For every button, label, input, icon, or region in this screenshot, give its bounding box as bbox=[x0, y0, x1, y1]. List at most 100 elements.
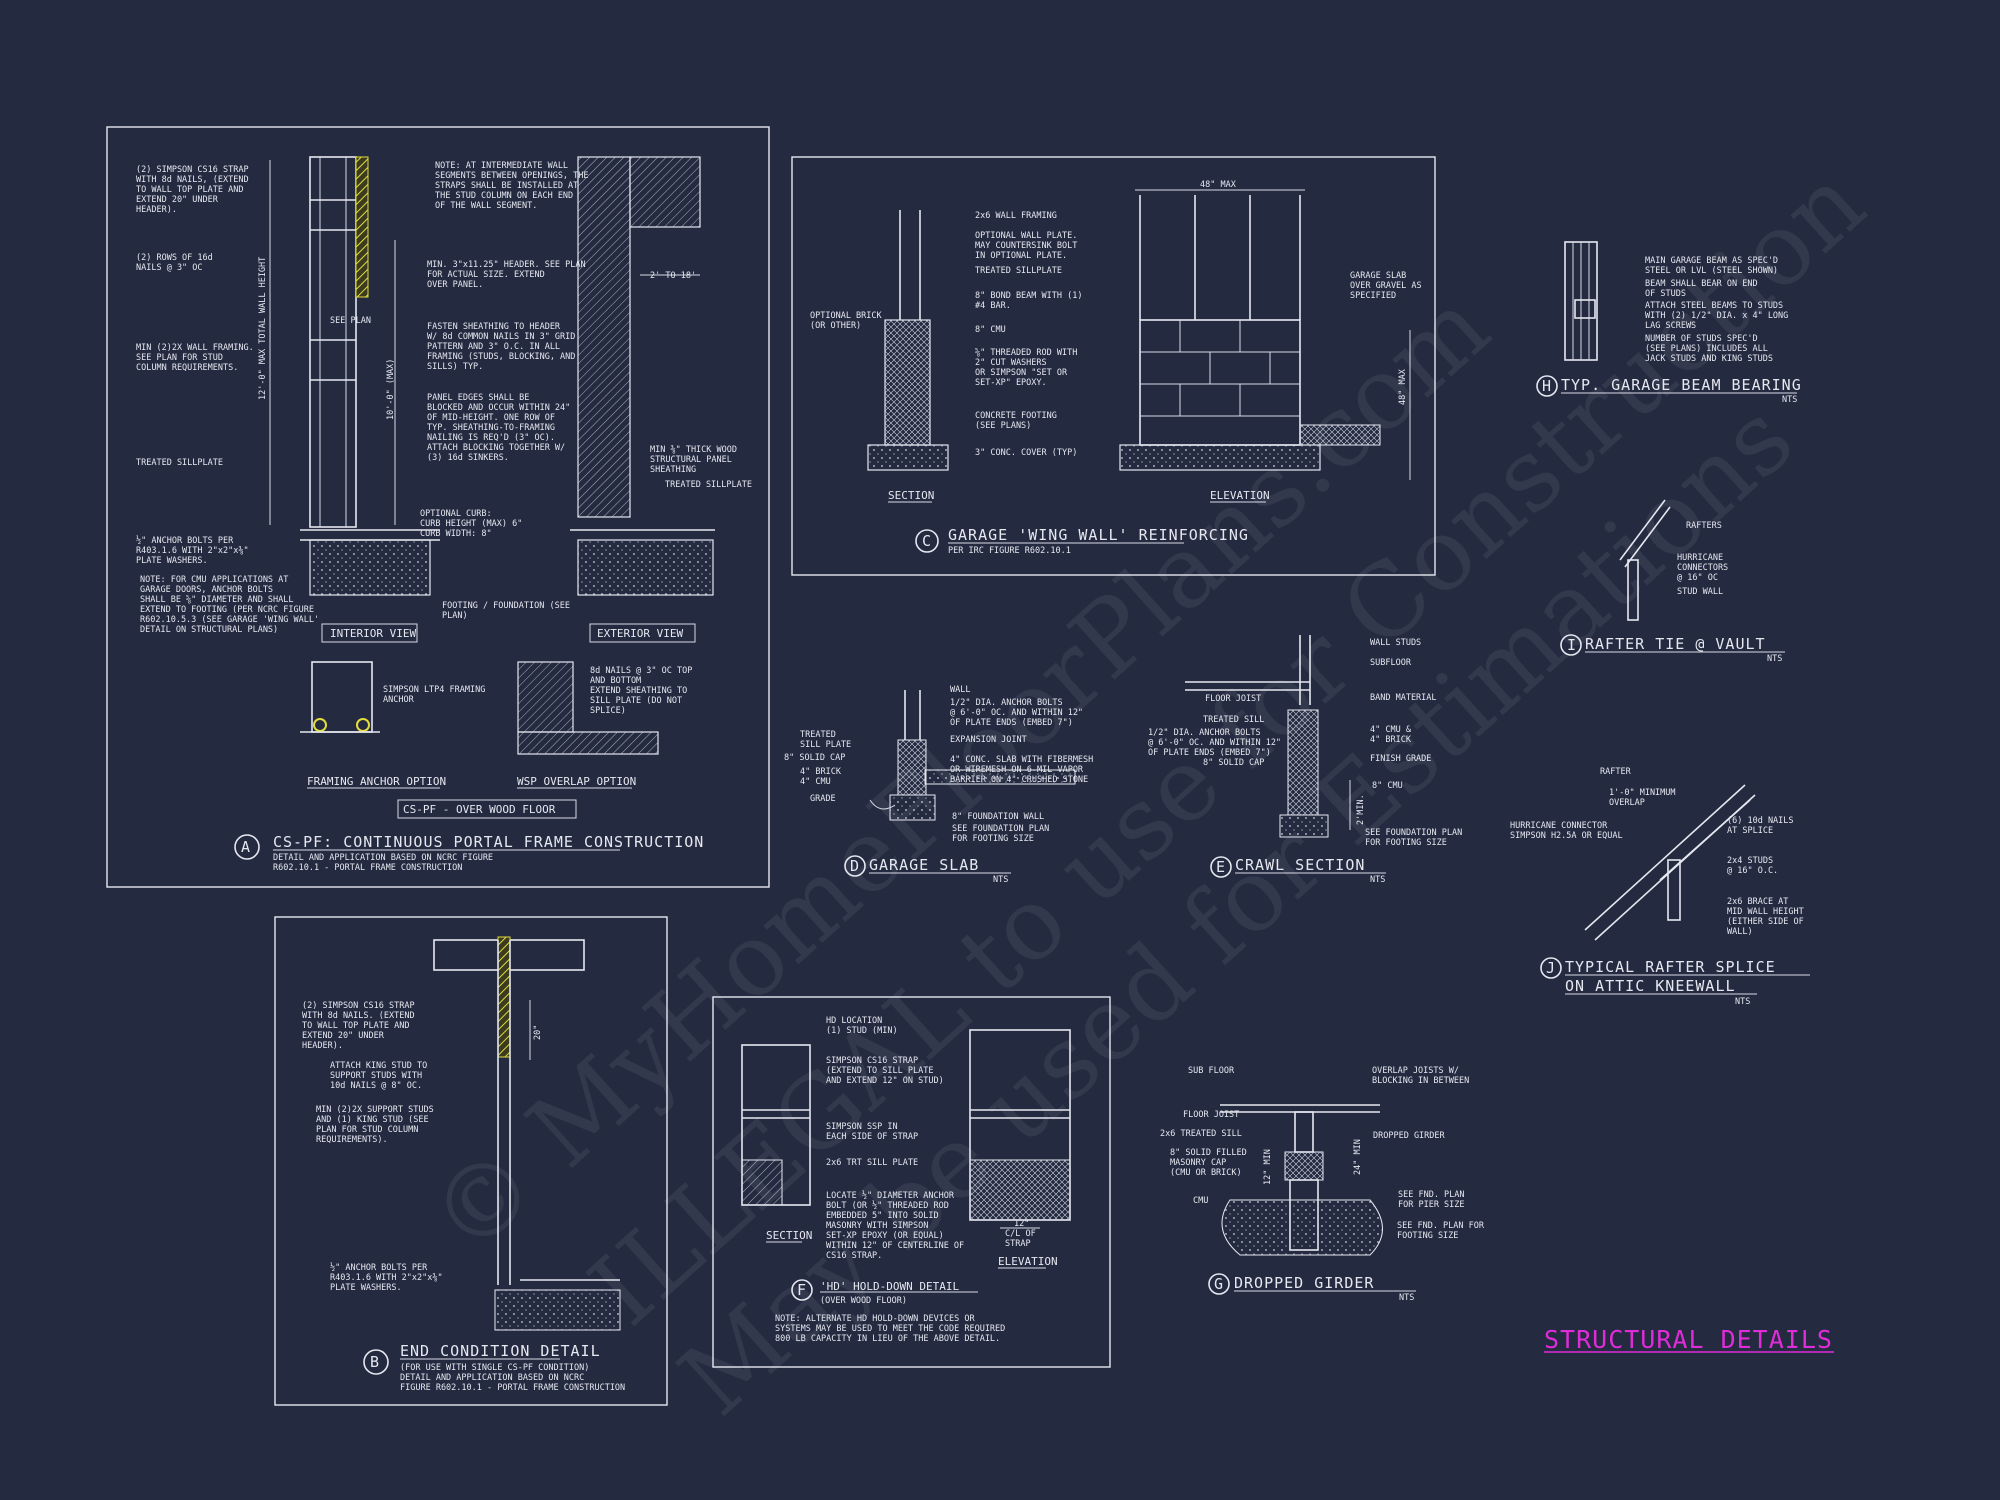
callout-note: GARAGE SLAB bbox=[1350, 271, 1406, 281]
cs-pf-over-wood-floor: CS-PF - OVER WOOD FLOOR bbox=[403, 803, 556, 816]
detail-c-title: GARAGE 'WING WALL' REINFORCING bbox=[948, 526, 1249, 544]
callout-note: (OR OTHER) bbox=[810, 321, 861, 331]
callout-note: 1/2" DIA. ANCHOR BOLTS bbox=[1148, 728, 1261, 738]
header-strap bbox=[355, 156, 369, 298]
callout-note: CONNECTORS bbox=[1677, 563, 1728, 573]
callout-note: FOOTING SIZE bbox=[1397, 1231, 1458, 1241]
callout-note: 8" SOLID CAP bbox=[1203, 758, 1264, 768]
callout-note: STRUCTURAL PANEL bbox=[650, 455, 732, 465]
callout-note: 2x4 STUDS bbox=[1727, 856, 1773, 866]
callout-note: ½" ANCHOR BOLTS PER bbox=[136, 535, 234, 546]
detail-a-frame bbox=[106, 126, 770, 888]
callout-note: ATTACH KING STUD TO bbox=[330, 1061, 427, 1071]
callout-note: OF STUDS bbox=[1645, 289, 1686, 299]
callout-note: ATTACH STEEL BEAMS TO STUDS bbox=[1645, 301, 1783, 311]
exterior-footing bbox=[577, 539, 714, 596]
sheet-title: STRUCTURAL DETAILS bbox=[1544, 1325, 1833, 1354]
callout-note: MIN ⅜" THICK WOOD bbox=[650, 445, 737, 455]
callout-note: FLOOR JOIST bbox=[1205, 694, 1261, 704]
callout-note: OR WIREMESH ON 6 MIL VAPOR bbox=[950, 765, 1084, 775]
callout-note: SHALL BE ⅝" DIAMETER AND SHALL bbox=[140, 595, 294, 605]
callout-note: TREATED SILLPLATE bbox=[975, 266, 1062, 276]
callout-note: (2) ROWS OF 16d bbox=[136, 253, 213, 263]
callout-note: CS16 STRAP. bbox=[826, 1251, 882, 1261]
detail-a-sub2: R602.10.1 - PORTAL FRAME CONSTRUCTION bbox=[273, 863, 462, 873]
callout-note: SIMPSON LTP4 FRAMING bbox=[383, 685, 485, 695]
callout-note: SILL PLATE (DO NOT bbox=[590, 696, 682, 706]
detail-g-nts: NTS bbox=[1399, 1293, 1414, 1303]
callout-note: (EXTEND TO SILL PLATE bbox=[826, 1066, 933, 1076]
callout-note: TREATED SILLPLATE bbox=[665, 480, 752, 490]
detail-c-dim-48v: 48" MAX bbox=[1398, 368, 1408, 405]
callout-note: SEE FOUNDATION PLAN bbox=[1365, 828, 1462, 838]
callout-note: MID WALL HEIGHT bbox=[1727, 907, 1804, 917]
exterior-view-label: EXTERIOR VIEW bbox=[597, 627, 683, 640]
callout-note: NOTE: AT INTERMEDIATE WALL bbox=[435, 161, 568, 171]
callout-note: SET-XP" EPOXY. bbox=[975, 378, 1047, 388]
callout-note: HURRICANE CONNECTOR bbox=[1510, 821, 1608, 831]
callout-note: AND BOTTOM bbox=[590, 676, 641, 686]
callout-note: CONCRETE FOOTING bbox=[975, 411, 1057, 421]
callout-note: PANEL EDGES SHALL BE bbox=[427, 393, 529, 403]
callout-note: 8" SOLID CAP bbox=[784, 753, 845, 763]
callout-note: 4" BRICK bbox=[800, 767, 842, 777]
callout-note: WALL STUDS bbox=[1370, 638, 1421, 648]
callout-note: DROPPED GIRDER bbox=[1373, 1131, 1446, 1141]
callout-note: C/L OF bbox=[1005, 1229, 1036, 1239]
detail-b-sub1: (FOR USE WITH SINGLE CS-PF CONDITION) bbox=[400, 1363, 589, 1373]
callout-note: EMBEDDED 5" INTO SOLID bbox=[826, 1211, 939, 1221]
exterior-sheathing bbox=[577, 156, 631, 518]
callout-note: FOR FOOTING SIZE bbox=[1365, 838, 1447, 848]
detail-g-letter: G bbox=[1214, 1275, 1224, 1293]
detail-f-note2: SYSTEMS MAY BE USED TO MEET THE CODE REQ… bbox=[775, 1324, 1005, 1334]
callout-note: R602.10.5.3 (SEE GARAGE 'WING WALL' bbox=[140, 615, 319, 625]
detail-f-note1: NOTE: ALTERNATE HD HOLD-DOWN DEVICES OR bbox=[775, 1314, 975, 1324]
callout-note: PLATE WASHERS. bbox=[330, 1283, 402, 1293]
callout-note: EXTEND 20" UNDER bbox=[302, 1031, 385, 1041]
detail-f-notes: HD LOCATION(1) STUD (MIN)SIMPSON CS16 ST… bbox=[826, 1016, 1036, 1261]
callout-note: OF MID-HEIGHT. ONE ROW OF bbox=[427, 413, 555, 423]
interior-footing bbox=[309, 539, 431, 596]
callout-note: WITHIN 12" OF CENTERLINE OF bbox=[826, 1241, 964, 1251]
callout-note: 4" CONC. SLAB WITH FIBERMESH bbox=[950, 755, 1093, 765]
callout-note: EXTEND TO FOOTING (PER NCRC FIGURE bbox=[140, 605, 314, 615]
callout-note: (SEE PLANS) INCLUDES ALL bbox=[1645, 344, 1768, 354]
callout-note: OVER PANEL. bbox=[427, 280, 483, 290]
detail-a-sub1: DETAIL AND APPLICATION BASED ON NCRC FIG… bbox=[273, 853, 493, 863]
callout-note: PATTERN AND 3" O.C. IN ALL bbox=[427, 342, 560, 352]
detail-h-title: TYP. GARAGE BEAM BEARING bbox=[1561, 376, 1802, 394]
detail-g-dim1: 12" MIN bbox=[1263, 1149, 1273, 1185]
callout-note: OF PLATE ENDS (EMBED 7") bbox=[1148, 748, 1271, 758]
detail-f-frame bbox=[712, 996, 1111, 1368]
callout-note: (2) SIMPSON CS16 STRAP bbox=[302, 1001, 415, 1011]
callout-note: EXTEND 20" UNDER bbox=[136, 195, 219, 205]
detail-f: SECTION 12" ELEVATION HD LOCATION(1) STU… bbox=[712, 996, 1111, 1368]
detail-j-title1: TYPICAL RAFTER SPLICE bbox=[1565, 958, 1776, 976]
callout-note: 8" FOUNDATION WALL bbox=[952, 812, 1044, 822]
callout-note: ½" ANCHOR BOLTS PER bbox=[330, 1262, 428, 1273]
callout-note: FOR FOOTING SIZE bbox=[952, 834, 1034, 844]
detail-f-sub1: (OVER WOOD FLOOR) bbox=[820, 1296, 907, 1306]
end-strap bbox=[497, 936, 511, 1058]
callout-note: 2" CUT WASHERS bbox=[975, 358, 1047, 368]
callout-note: FASTEN SHEATHING TO HEADER bbox=[427, 322, 561, 332]
callout-note: STRAPS SHALL BE INSTALLED AT bbox=[435, 181, 578, 191]
detail-b-sub3: FIGURE R602.10.1 - PORTAL FRAME CONSTRUC… bbox=[400, 1383, 625, 1393]
detail-i-title: RAFTER TIE @ VAULT bbox=[1585, 635, 1766, 653]
callout-note: R403.1.6 WITH 2"x2"x⅜" bbox=[136, 546, 249, 556]
callout-note: HURRICANE bbox=[1677, 553, 1723, 563]
detail-i-nts: NTS bbox=[1767, 654, 1782, 664]
callout-note: (1) STUD (MIN) bbox=[826, 1026, 898, 1036]
detail-c-sub1: PER IRC FIGURE R602.10.1 bbox=[948, 546, 1071, 556]
callout-note: AND (1) KING STUD (SEE bbox=[316, 1115, 429, 1125]
callout-note: SPECIFIED bbox=[1350, 291, 1396, 301]
callout-note: NUMBER OF STUDS SPEC'D bbox=[1645, 334, 1758, 344]
callout-note: PLAN FOR STUD COLUMN bbox=[316, 1125, 418, 1135]
callout-note: SEE FND. PLAN FOR bbox=[1397, 1221, 1485, 1231]
detail-f-elevation-label: ELEVATION bbox=[998, 1255, 1058, 1268]
callout-note: MAIN GARAGE BEAM AS SPEC'D bbox=[1645, 256, 1778, 266]
